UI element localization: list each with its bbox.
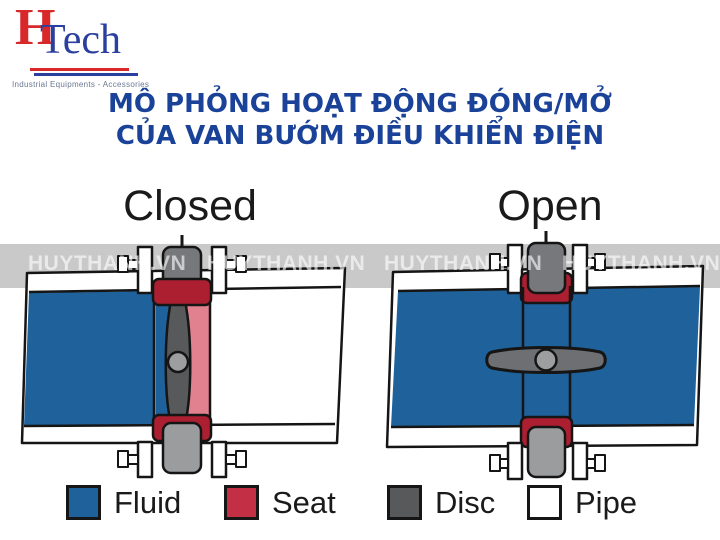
fluid-region [24, 291, 156, 426]
legend-item-seat: Seat [224, 485, 336, 520]
flange-tab [506, 243, 524, 295]
legend-label: Fluid [114, 484, 182, 520]
bolt-icon [235, 450, 247, 468]
closed-state-label: Closed [123, 182, 257, 230]
logo-underline-blue [34, 73, 138, 76]
flange-tab [571, 441, 589, 481]
bolt-icon [586, 458, 596, 469]
logo-underline-red [30, 68, 129, 71]
logo-subtitle: Industrial Equipments - Accessories [12, 80, 150, 89]
disc-hub [166, 350, 190, 374]
flange-tab [571, 243, 589, 295]
legend-label: Disc [435, 484, 496, 520]
page-title-line2: CỦA VAN BƯỚM ĐIỀU KHIỂN ĐIỆN [115, 121, 605, 151]
bolt-icon [489, 253, 501, 271]
legend-item-disc: Disc [387, 485, 495, 520]
bolt-icon [594, 454, 606, 472]
closed-valve-diagram [20, 235, 347, 479]
legend-item-fluid: Fluid [66, 485, 181, 520]
bolt-icon [594, 253, 606, 271]
bolt-icon [489, 454, 501, 472]
flange-tab [506, 441, 524, 481]
seat-color-swatch [224, 485, 259, 520]
htech-logo: H Tech Industrial Equipments - Accessori… [0, 0, 170, 95]
watermark-text: HUYTHANH.VN [207, 252, 366, 275]
legend-label: Seat [272, 484, 336, 520]
watermark-text: HUYTHANH.VN [562, 252, 720, 275]
bolt-icon [499, 458, 509, 469]
open-state-label: Open [497, 182, 603, 230]
disc-hub [534, 348, 558, 372]
page-title: MÔ PHỎNG HOẠT ĐỘNG ĐÓNG/MỞ CỦA VAN BƯỚM … [0, 88, 720, 152]
logo-word-tech: Tech [40, 17, 122, 63]
bolt-icon [117, 255, 129, 273]
flange-tab [210, 440, 228, 479]
watermark-text: HUYTHANH.VN [28, 252, 187, 275]
legend-label: Pipe [575, 484, 638, 520]
bolt-icon [235, 255, 247, 273]
bolt-icon [117, 450, 129, 468]
bolt-icon [225, 454, 237, 465]
watermark-text: HUYTHANH.VN [384, 252, 543, 275]
fluid-color-swatch [66, 485, 101, 520]
stem-housing-bottom [526, 425, 567, 479]
seat-cap-top [151, 277, 213, 307]
logo-letter-h: H [15, 0, 56, 56]
bolt-icon [127, 454, 139, 465]
stem-housing-bottom [161, 421, 203, 475]
page-title-line1: MÔ PHỎNG HOẠT ĐỘNG ĐÓNG/MỞ [108, 89, 612, 119]
stem-housing-top [526, 241, 567, 295]
disc-color-swatch [387, 485, 422, 520]
flange-tab [136, 440, 154, 479]
legend-item-pipe: Pipe [527, 485, 637, 520]
pipe-color-swatch [527, 485, 562, 520]
open-valve-diagram [385, 231, 705, 481]
fluid-strip [156, 290, 169, 434]
